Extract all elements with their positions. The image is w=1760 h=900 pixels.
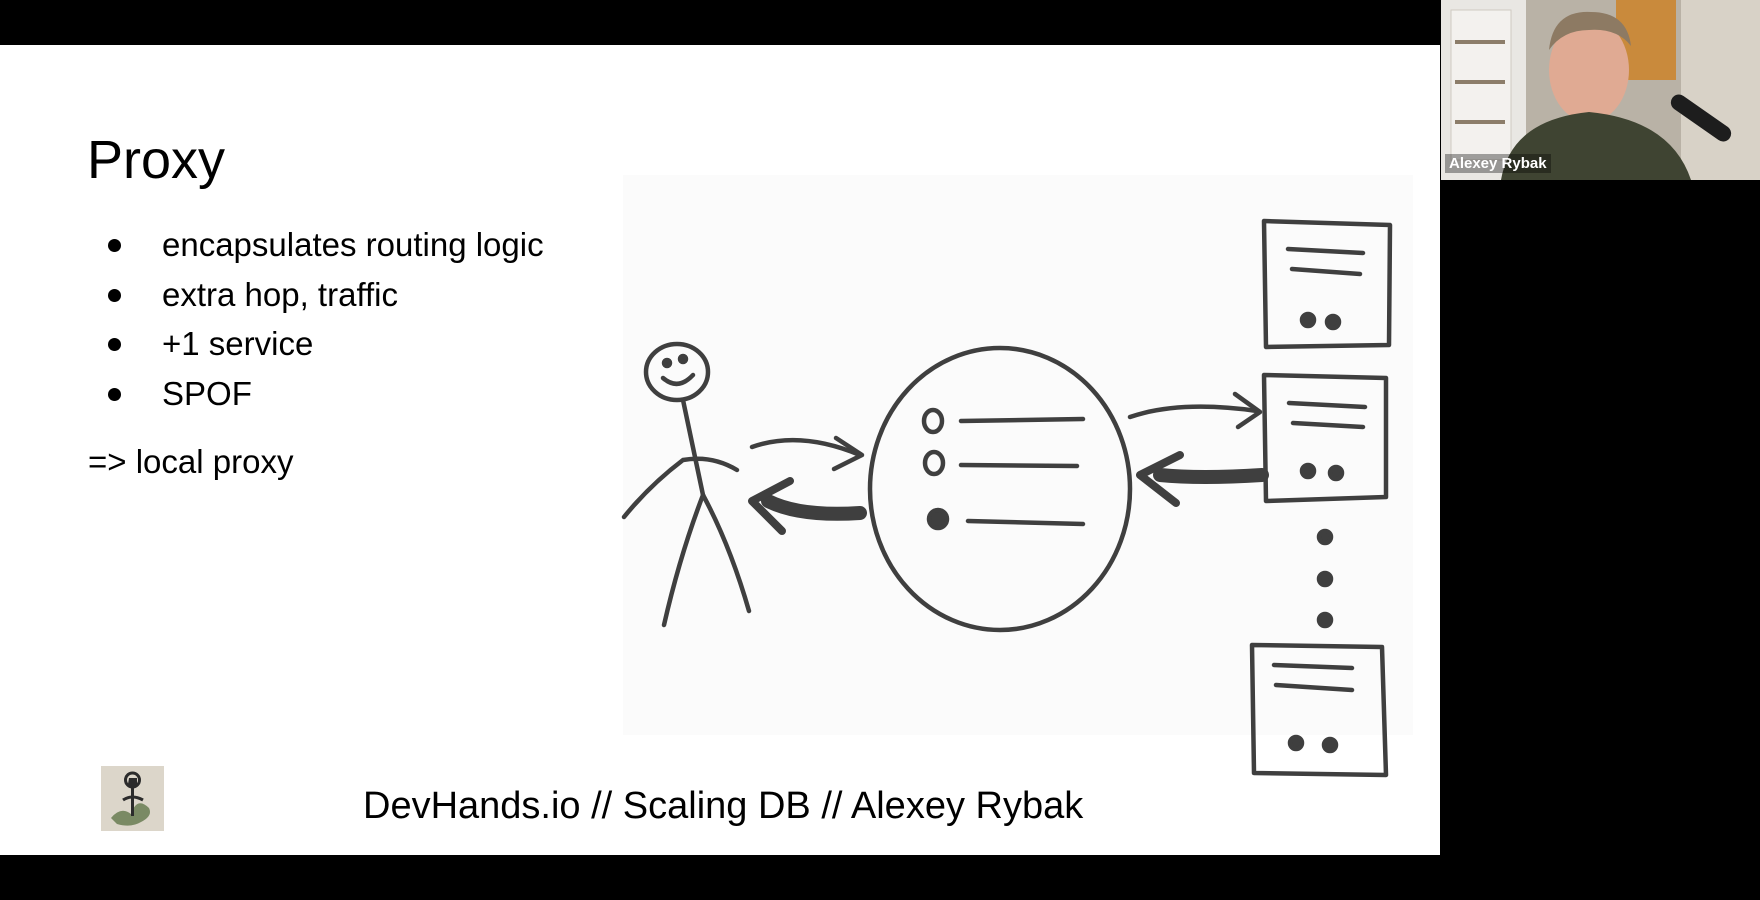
conclusion-text: => local proxy [88, 443, 294, 480]
forward-arrow-icon [1127, 391, 1263, 430]
bullet-text: encapsulates routing logic [162, 226, 544, 263]
bullet-dot-icon [108, 239, 121, 252]
proxy-sketch-panel [623, 175, 1413, 735]
bullet-text: SPOF [162, 374, 252, 412]
bullet-dot-icon [108, 387, 121, 401]
server-box-bottom-icon [1249, 642, 1389, 778]
bullet-dot-icon [108, 288, 121, 302]
proxy-node-icon [867, 345, 1133, 633]
more-servers-ellipsis-icon [1316, 528, 1334, 629]
participant-video-tile[interactable]: Alexey Rybak [1441, 0, 1760, 180]
participant-name-label: Alexey Rybak [1445, 154, 1551, 173]
shared-slide: Proxy encapsulates routing logic extra h… [0, 45, 1440, 855]
bullet-text: extra hop, traffic [162, 275, 399, 313]
devhands-logo [101, 766, 164, 831]
proxy-architecture-sketch [621, 218, 1393, 778]
server-box-middle-icon [1261, 372, 1389, 504]
request-arrow-icon [749, 435, 865, 472]
backend-response-arrow-icon [1136, 451, 1269, 507]
bullet-text: +1 service [162, 325, 314, 362]
slide-title: Proxy [87, 130, 226, 190]
user-stick-figure-icon [621, 341, 752, 628]
slide-footer: DevHands.io // Scaling DB // Alexey Ryba… [363, 785, 1084, 827]
server-box-top-icon [1261, 218, 1393, 350]
speaker-video-feed [1441, 0, 1760, 180]
response-arrow-icon [748, 477, 867, 535]
bullet-dot-icon [108, 338, 121, 351]
